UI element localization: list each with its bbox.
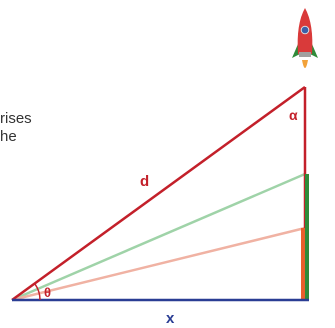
caption-line-1: rises — [0, 110, 32, 127]
theta-arc — [34, 283, 41, 301]
label-x: x — [166, 310, 175, 327]
label-theta: θ — [44, 285, 51, 300]
low-sightline — [11, 226, 306, 302]
rocket-icon — [292, 8, 318, 68]
label-d: d — [140, 173, 149, 190]
hypotenuse-d — [11, 85, 306, 302]
label-alpha: α — [289, 107, 298, 123]
orange-height-bar — [301, 228, 305, 300]
green-height-bar — [305, 174, 309, 300]
mid-sightline — [11, 172, 306, 302]
caption-line-2: he — [0, 128, 17, 145]
